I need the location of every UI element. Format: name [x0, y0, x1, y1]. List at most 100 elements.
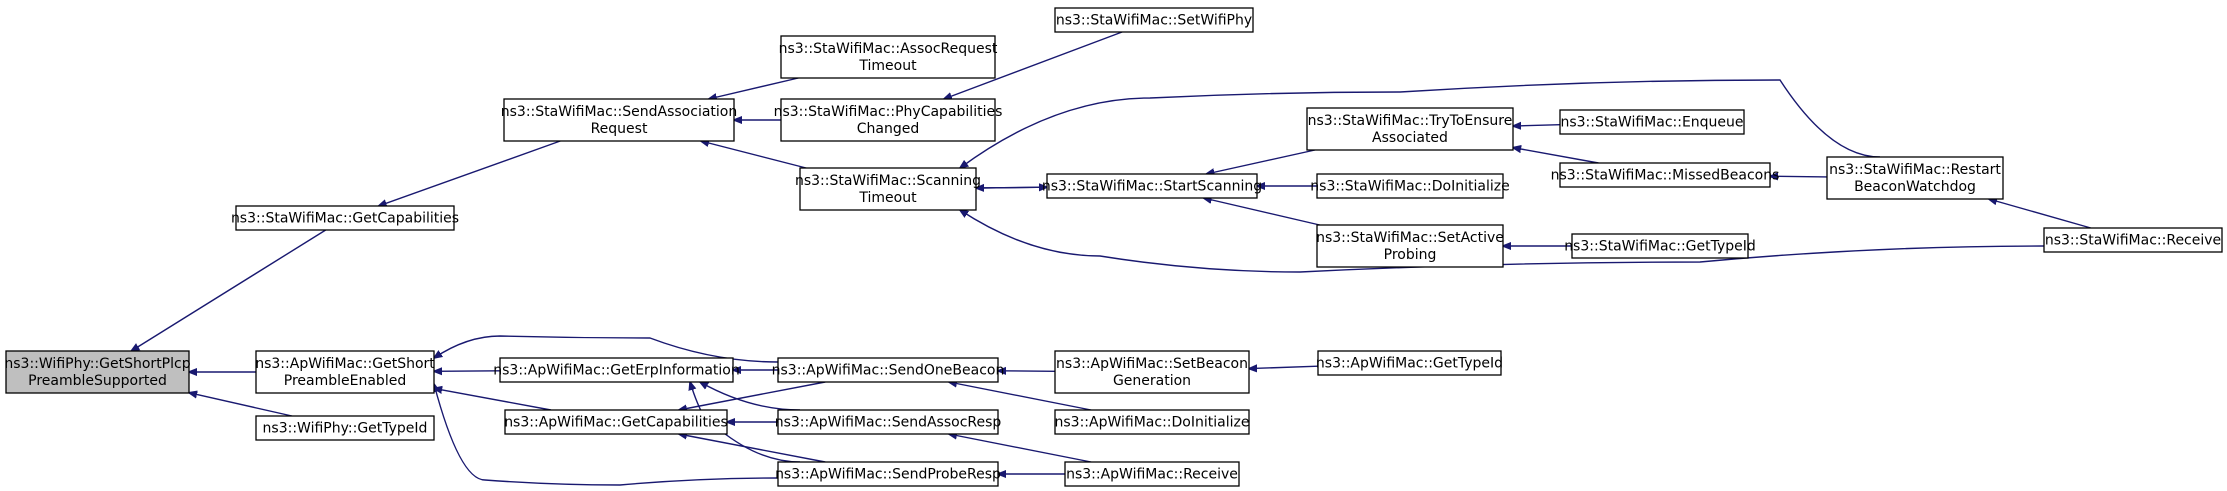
- node-box: [780, 98, 996, 142]
- node-box: [1316, 173, 1504, 199]
- node-label: PreambleEnabled: [284, 373, 406, 389]
- node-label: Timeout: [858, 190, 917, 206]
- node-label: ns3::StaWifiMac::Enqueue: [1560, 115, 1743, 131]
- node-box: [1306, 107, 1514, 151]
- node-phyGetTypeId[interactable]: ns3::WifiPhy::GetTypeId: [255, 415, 435, 441]
- node-setWifiPhy[interactable]: ns3::StaWifiMac::SetWifiPhy: [1054, 7, 1254, 33]
- node-label: ns3::ApWifiMac::GetTypeId: [1316, 356, 1503, 372]
- node-label: ns3::StaWifiMac::PhyCapabilities: [774, 104, 1003, 120]
- node-sendAssocResp[interactable]: ns3::ApWifiMac::SendAssocResp: [775, 409, 1002, 435]
- edge-scanTimeout-to-startScanning: [975, 187, 1047, 188]
- edge-sendOneBeacon-to-apGetShort: [434, 335, 779, 363]
- node-box: [255, 415, 435, 441]
- node-box: [1316, 224, 1504, 268]
- node-staGetCaps[interactable]: ns3::StaWifiMac::GetCapabilities: [231, 205, 459, 231]
- node-box: [5, 350, 190, 394]
- node-box: [1046, 173, 1258, 199]
- edge-setWifiPhy-to-phyCapChanged: [944, 31, 1123, 99]
- node-label: Associated: [1372, 130, 1448, 146]
- node-apReceive[interactable]: ns3::ApWifiMac::Receive: [1064, 461, 1240, 487]
- node-label: Request: [591, 121, 648, 137]
- node-missedBeacons[interactable]: ns3::StaWifiMac::MissedBeacons: [1551, 162, 1780, 188]
- node-label: ns3::StaWifiMac::TryToEnsure: [1308, 113, 1513, 129]
- node-label: ns3::ApWifiMac::SendAssocResp: [775, 415, 1002, 431]
- node-box: [1826, 156, 2004, 200]
- node-box: [503, 98, 735, 142]
- node-root[interactable]: ns3::WifiPhy::GetShortPlcpPreambleSuppor…: [4, 350, 191, 394]
- node-box: [777, 409, 999, 435]
- node-apDoInit[interactable]: ns3::ApWifiMac::DoInitialize: [1054, 409, 1250, 435]
- node-staReceive[interactable]: ns3::StaWifiMac::Receive: [2043, 227, 2223, 253]
- node-box: [1559, 162, 1771, 188]
- node-apGetErp[interactable]: ns3::ApWifiMac::GetErpInformation: [493, 357, 740, 383]
- edges-layer: [131, 31, 2092, 486]
- edge-assocReqTimeout-to-sendAssocReq: [709, 77, 799, 99]
- node-box: [780, 35, 996, 79]
- node-box: [235, 205, 455, 231]
- edge-apGetTypeId-to-setBeaconGen: [1249, 366, 1319, 368]
- node-staEnqueue[interactable]: ns3::StaWifiMac::Enqueue: [1559, 109, 1745, 135]
- node-label: ns3::StaWifiMac::SetWifiPhy: [1056, 13, 1252, 29]
- node-label: ns3::StaWifiMac::SendAssociation: [501, 104, 737, 120]
- edge-sendProbeResp-to-apGetShort: [434, 384, 779, 486]
- node-apGetCaps[interactable]: ns3::ApWifiMac::GetCapabilities: [504, 409, 728, 435]
- node-label: ns3::StaWifiMac::StartScanning: [1042, 179, 1262, 195]
- node-label: ns3::ApWifiMac::GetCapabilities: [504, 415, 728, 431]
- node-staGetTypeId[interactable]: ns3::StaWifiMac::GetTypeId: [1564, 233, 1756, 259]
- edge-setActiveProbing-to-startScanning: [1204, 198, 1320, 226]
- edge-phyGetTypeId-to-root: [189, 393, 293, 417]
- edge-staGetCaps-to-root: [131, 229, 327, 351]
- node-label: ns3::StaWifiMac::GetCapabilities: [231, 211, 459, 227]
- node-box: [1064, 461, 1240, 487]
- node-box: [1054, 7, 1254, 33]
- node-label: ns3::StaWifiMac::Restart: [1829, 162, 2001, 178]
- node-label: ns3::ApWifiMac::Receive: [1066, 467, 1238, 483]
- node-staDoInit[interactable]: ns3::StaWifiMac::DoInitialize: [1310, 173, 1510, 199]
- node-label: ns3::StaWifiMac::GetTypeId: [1564, 239, 1756, 255]
- node-box: [504, 409, 728, 435]
- node-label: ns3::StaWifiMac::DoInitialize: [1310, 179, 1509, 195]
- edge-sendAssocReq-to-staGetCaps: [379, 140, 561, 206]
- node-box: [777, 461, 999, 487]
- node-box: [499, 357, 734, 383]
- node-label: ns3::StaWifiMac::SetActive: [1316, 230, 1504, 246]
- edge-staEnqueue-to-tryEnsure: [1513, 125, 1561, 126]
- edge-sendProbeResp-to-apGetCaps: [679, 434, 826, 463]
- edge-scanTimeout-to-sendAssocReq: [701, 141, 807, 169]
- node-box: [2043, 227, 2223, 253]
- node-sendOneBeacon[interactable]: ns3::ApWifiMac::SendOneBeacon: [772, 357, 1005, 383]
- node-box: [255, 350, 435, 394]
- node-apGetTypeId[interactable]: ns3::ApWifiMac::GetTypeId: [1316, 350, 1503, 376]
- node-label: ns3::ApWifiMac::SendOneBeacon: [772, 363, 1005, 379]
- node-label: ns3::StaWifiMac::Receive: [2045, 233, 2221, 249]
- edge-sendOneBeacon-to-apGetCaps: [679, 381, 826, 410]
- node-label: Timeout: [858, 58, 917, 74]
- edge-missedBeacons-to-tryEnsure: [1513, 148, 1599, 164]
- node-label: ns3::WifiPhy::GetShortPlcp: [4, 356, 190, 372]
- node-box: [1559, 109, 1745, 135]
- edge-staReceive-to-scanTimeout: [960, 210, 2045, 273]
- node-label: ns3::StaWifiMac::MissedBeacons: [1551, 168, 1780, 184]
- node-box: [1054, 409, 1250, 435]
- node-box: [1317, 350, 1502, 376]
- edge-apDoInit-to-sendOneBeacon: [949, 382, 1092, 411]
- node-box: [777, 357, 999, 383]
- node-label: Changed: [857, 121, 920, 137]
- node-box: [1054, 350, 1250, 394]
- node-sendProbeResp[interactable]: ns3::ApWifiMac::SendProbeResp: [775, 461, 1001, 487]
- edge-tryEnsure-to-startScanning: [1206, 149, 1316, 174]
- edge-restartBeacon-to-missedBeacons: [1770, 176, 1828, 177]
- edge-staReceive-to-restartBeacon: [1989, 199, 2092, 229]
- node-startScanning[interactable]: ns3::StaWifiMac::StartScanning: [1042, 173, 1262, 199]
- node-label: ns3::ApWifiMac::GetErpInformation: [493, 363, 739, 379]
